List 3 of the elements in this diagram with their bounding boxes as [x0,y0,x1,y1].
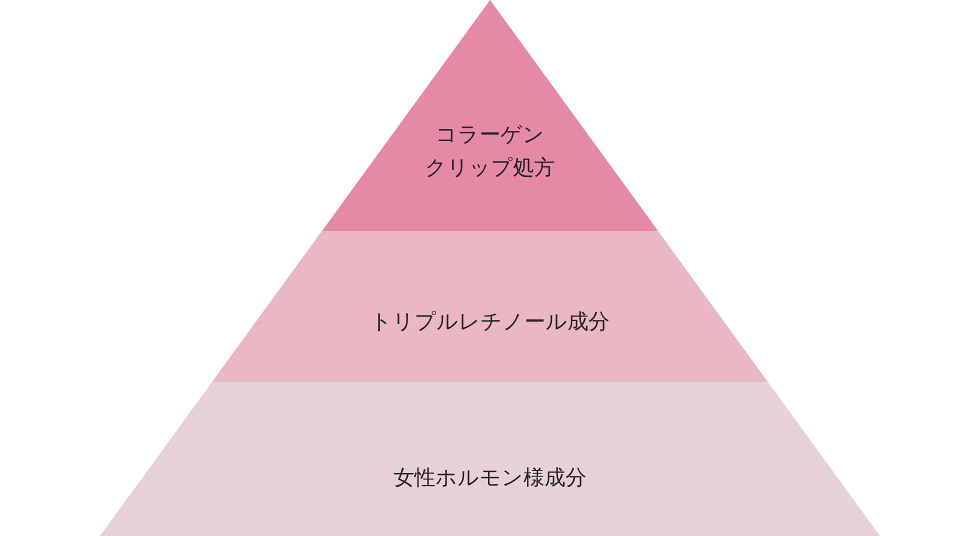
tier-label: トリプルレチノール成分 [370,308,610,336]
tier-label: 女性ホルモン様成分 [394,464,586,492]
tier-label: コラーゲンクリップ処方 [424,121,555,181]
